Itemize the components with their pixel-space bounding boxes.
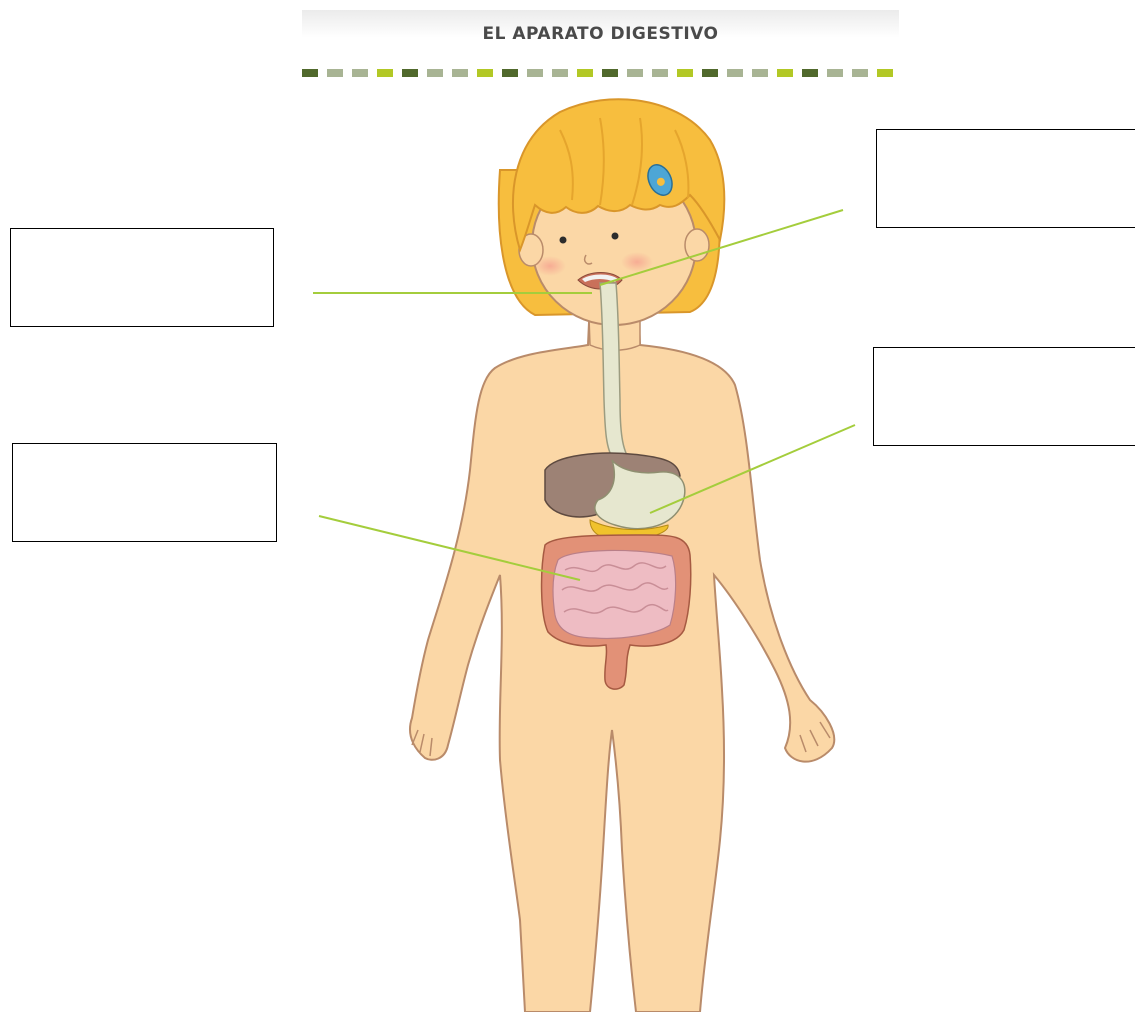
right-ear	[685, 229, 709, 261]
label-box-intestine[interactable]	[12, 443, 277, 542]
label-box-esophagus[interactable]	[876, 129, 1135, 228]
label-box-mouth[interactable]	[10, 228, 274, 327]
left-eye	[560, 237, 567, 244]
right-eye	[612, 233, 619, 240]
label-box-stomach[interactable]	[873, 347, 1135, 446]
small-intestine	[553, 550, 676, 638]
